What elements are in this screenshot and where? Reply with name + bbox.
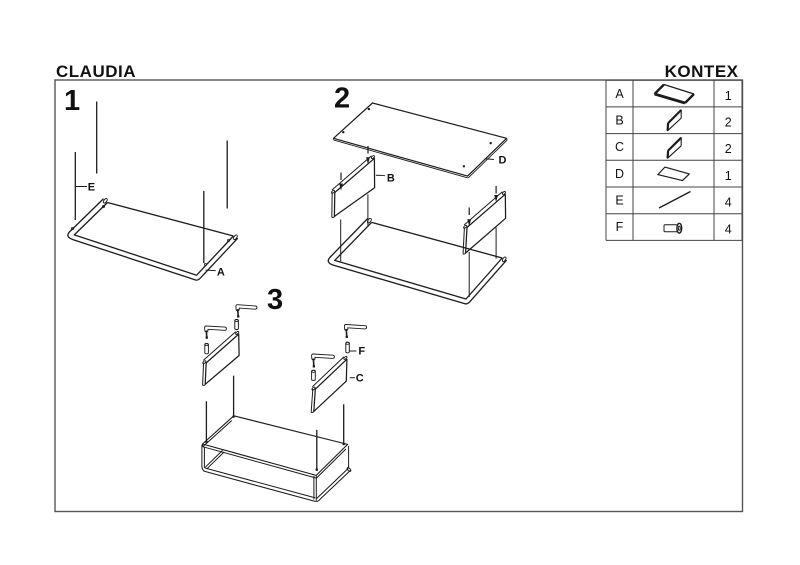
svg-text:3: 3	[267, 284, 283, 316]
svg-text:B: B	[387, 172, 395, 184]
svg-text:4: 4	[725, 196, 732, 210]
svg-text:E: E	[88, 182, 95, 194]
svg-text:4: 4	[725, 222, 732, 236]
svg-text:1: 1	[725, 89, 732, 103]
svg-text:D: D	[499, 154, 507, 166]
svg-text:2: 2	[334, 83, 350, 115]
svg-text:2: 2	[725, 116, 732, 130]
svg-text:F: F	[358, 346, 365, 358]
svg-text:KONTEX: KONTEX	[665, 62, 739, 81]
svg-text:A: A	[217, 266, 225, 278]
svg-text:A: A	[615, 87, 624, 101]
svg-text:F: F	[616, 220, 624, 234]
svg-text:2: 2	[725, 142, 732, 156]
svg-text:1: 1	[725, 169, 732, 183]
svg-text:B: B	[615, 114, 623, 128]
svg-text:1: 1	[64, 85, 80, 117]
svg-text:E: E	[615, 194, 623, 208]
svg-text:D: D	[615, 167, 624, 181]
svg-text:C: C	[356, 373, 364, 385]
svg-text:C: C	[615, 140, 624, 154]
svg-text:CLAUDIA: CLAUDIA	[56, 62, 136, 81]
